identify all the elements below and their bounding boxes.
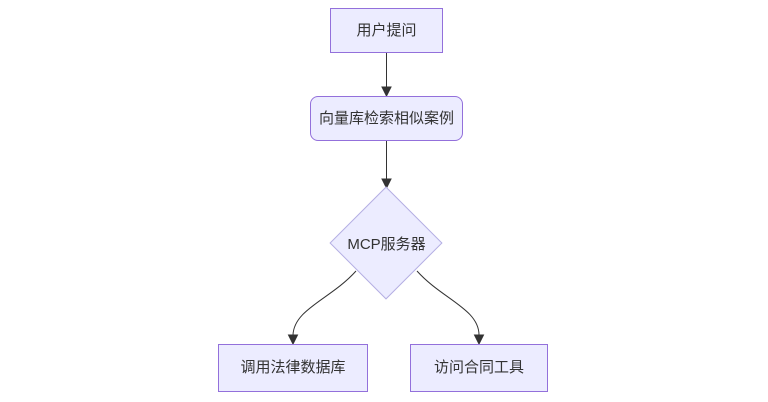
node-contract-tool: 访问合同工具	[410, 344, 548, 392]
node-legal-database: 调用法律数据库	[218, 344, 368, 392]
node-legal-database-label: 调用法律数据库	[240, 359, 346, 376]
arrowhead-vector-search	[381, 86, 392, 98]
node-vector-search: 向量库检索相似案例	[310, 96, 463, 141]
node-vector-search-label: 向量库检索相似案例	[318, 109, 454, 127]
node-contract-tool-label: 访问合同工具	[433, 359, 524, 376]
node-mcp-server-label: MCP服务器	[347, 235, 426, 253]
arrowhead-legal-database	[287, 334, 299, 346]
edge-mcp-server-to-contract-tool	[416, 270, 480, 336]
edge-mcp-server-to-legal-database	[292, 270, 357, 336]
node-user-question-label: 用户提问	[356, 21, 417, 39]
node-mcp-server: MCP服务器	[330, 231, 443, 255]
arrowhead-contract-tool	[473, 334, 485, 346]
node-user-question: 用户提问	[330, 8, 443, 53]
